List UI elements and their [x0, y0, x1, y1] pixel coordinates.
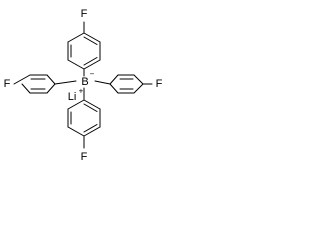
boron-charge: −: [90, 70, 95, 79]
bond: [46, 74, 56, 85]
top-fluorophenyl-ring: [67, 21, 101, 70]
bond: [83, 59, 101, 70]
bond: [67, 99, 85, 110]
double-bond-inner: [83, 57, 98, 66]
bond: [67, 126, 85, 137]
bond: [13, 74, 31, 85]
bond: [109, 74, 119, 85]
fluorine-label-top: F: [81, 8, 88, 20]
fluorine-label-left: F: [4, 78, 11, 90]
bond: [83, 126, 101, 137]
right-fluorophenyl-ring: [94, 74, 153, 94]
fluorine-label-bottom: F: [81, 151, 88, 163]
bond: [46, 83, 56, 94]
double-bond-inner: [83, 36, 98, 45]
double-bond-inner: [83, 124, 98, 133]
bond: [21, 83, 31, 94]
bond: [83, 32, 101, 43]
fluorine-label-right: F: [156, 78, 163, 90]
double-bond-inner: [83, 103, 98, 112]
bond: [133, 83, 144, 94]
bond: [83, 99, 101, 110]
bond: [94, 80, 111, 85]
boron-label: B: [81, 76, 88, 88]
lithium-charge: +: [79, 87, 84, 96]
ring-to-boron-bond: [54, 80, 77, 85]
left-fluorophenyl-ring: [13, 74, 77, 94]
bond: [67, 59, 85, 70]
bond: [133, 74, 144, 85]
bottom-fluorophenyl-ring: [67, 87, 101, 149]
bond: [67, 32, 85, 43]
lithium-label: Li: [68, 91, 77, 103]
structure-diagram: F F F F: [4, 8, 163, 163]
bond: [109, 83, 119, 94]
